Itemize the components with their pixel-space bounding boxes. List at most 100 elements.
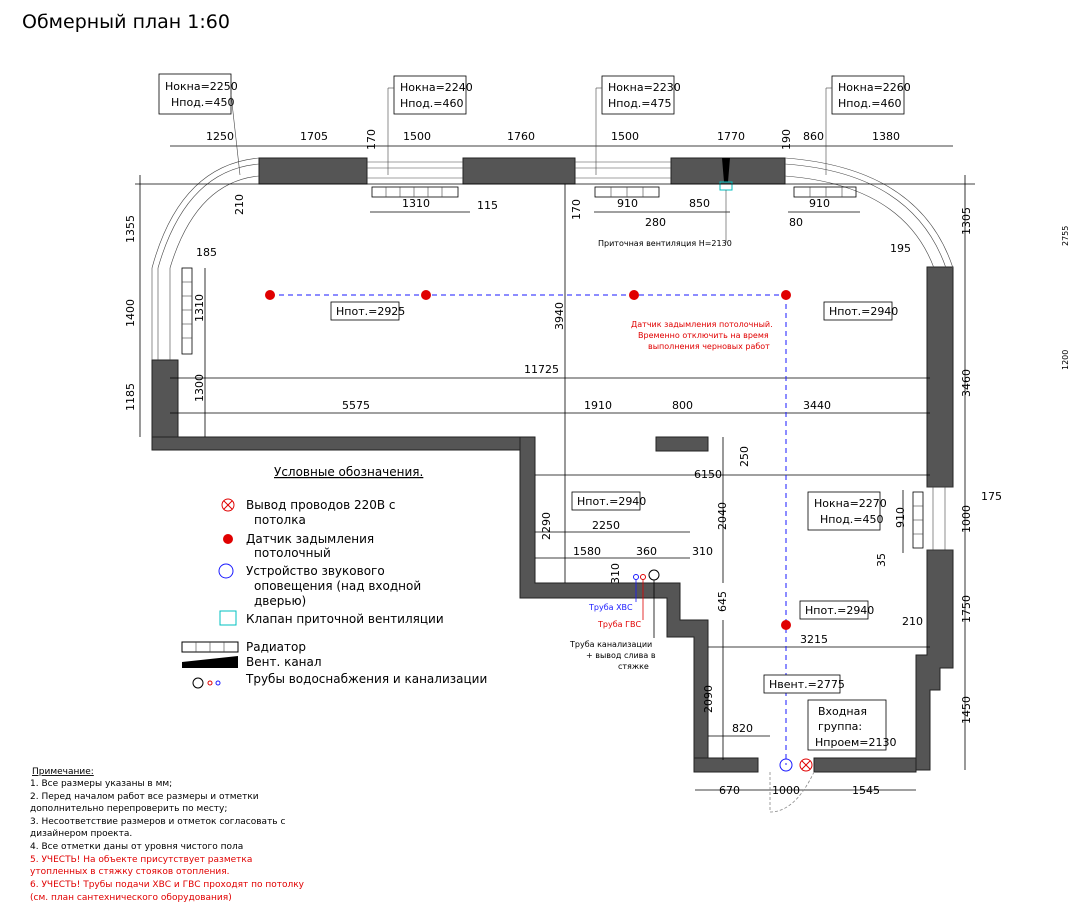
window-tag-height: Hокна=2240 (400, 81, 473, 94)
window-glazing (367, 161, 953, 551)
radiator-4 (181, 267, 193, 355)
page-title: Обмерный план 1:60 (22, 11, 230, 33)
svg-text:Датчик задымления: Датчик задымления (246, 532, 374, 546)
svg-text:1545: 1545 (852, 784, 880, 797)
pipe-label-cold: Труба ХВС (588, 603, 633, 612)
svg-text:Временно отключить на время: Временно отключить на время (638, 331, 769, 340)
wall-lower-left (151, 436, 536, 451)
svg-text:820: 820 (732, 722, 753, 735)
svg-text:1705: 1705 (300, 130, 328, 143)
window-tag-sill: Hпод.=475 (608, 97, 672, 110)
svg-text:1310: 1310 (402, 197, 430, 210)
svg-text:1305: 1305 (960, 207, 973, 235)
svg-text:35: 35 (875, 553, 888, 567)
window-tag-height: Hокна=2270 (814, 497, 887, 510)
window-tag-sill: Hпод.=450 (171, 96, 235, 109)
svg-text:Устройство звукового: Устройство звукового (246, 564, 385, 578)
pipe-label-sewer: Труба канализации + вывод слива в стяжке (569, 640, 656, 671)
wire-outlet-icon (799, 758, 813, 772)
svg-text:выполнения черновых работ: выполнения черновых работ (648, 342, 770, 351)
radiator-1 (371, 186, 459, 198)
svg-text:1250: 1250 (206, 130, 234, 143)
svg-text:280: 280 (645, 216, 666, 229)
svg-text:170: 170 (365, 129, 378, 150)
svg-text:2250: 2250 (592, 519, 620, 532)
svg-text:3940: 3940 (553, 302, 566, 330)
svg-text:185: 185 (196, 246, 217, 259)
smoke-sensor (265, 290, 275, 300)
svg-text:2. Перед началом работ все раз: 2. Перед началом работ все размеры и отм… (30, 792, 259, 802)
right-dims: 1305 195 3460 175 1000 910 35 1750 210 1… (875, 207, 1070, 724)
svg-text:2090: 2090 (702, 685, 715, 713)
radiator-3 (793, 186, 857, 198)
svg-text:670: 670 (719, 784, 740, 797)
window-tag-sill: Hпод.=450 (820, 513, 884, 526)
svg-text:645: 645 (716, 591, 729, 612)
svg-text:+ вывод слива в: + вывод слива в (586, 651, 656, 660)
svg-text:800: 800 (672, 399, 693, 412)
svg-text:910: 910 (617, 197, 638, 210)
left-dims: 1355 1400 1185 1310 1300 210 185 170 (124, 194, 583, 411)
svg-text:310: 310 (692, 545, 713, 558)
svg-text:1300: 1300 (193, 374, 206, 402)
svg-text:3. Несоответствие размеров и о: 3. Несоответствие размеров и отметок сог… (30, 817, 285, 827)
svg-text:175: 175 (981, 490, 1002, 503)
svg-text:дизайнером проекта.: дизайнером проекта. (30, 829, 132, 839)
svg-text:Вент. канал: Вент. канал (246, 655, 322, 669)
vent-height: Hвент.=2775 (769, 678, 845, 691)
svg-text:1200: 1200 (1061, 350, 1070, 370)
svg-text:80: 80 (789, 216, 803, 229)
svg-text:6150: 6150 (694, 468, 722, 481)
entrance-height: Hпроем=2130 (815, 736, 896, 749)
svg-text:оповещения (над входной: оповещения (над входной (254, 579, 421, 593)
svg-text:170: 170 (570, 199, 583, 220)
svg-text:4. Все отметки даны от уровня: 4. Все отметки даны от уровня чистого по… (30, 842, 243, 852)
wall-right-1 (926, 266, 954, 488)
window-tag-height: Hокна=2250 (165, 80, 238, 93)
svg-text:1185: 1185 (124, 383, 137, 411)
svg-text:11725: 11725 (524, 363, 559, 376)
window-tag-sill: Hпод.=460 (400, 97, 464, 110)
wall-bath (519, 436, 709, 761)
svg-text:910: 910 (809, 197, 830, 210)
pipe-label-hot: Труба ГВС (597, 620, 641, 629)
svg-text:дополнительно перепроверить по: дополнительно перепроверить по месту; (30, 804, 227, 814)
svg-text:утопленных в стяжку стояков от: утопленных в стяжку стояков отопления. (30, 867, 229, 877)
wall-left (151, 359, 179, 451)
svg-text:2040: 2040 (716, 502, 729, 530)
svg-text:310: 310 (609, 563, 622, 584)
svg-text:1. Все размеры указаны в мм;: 1. Все размеры указаны в мм; (30, 779, 172, 789)
window-tag-height: Hокна=2260 (838, 81, 911, 94)
svg-text:1910: 1910 (584, 399, 612, 412)
room-height: Hпот.=2940 (829, 305, 898, 318)
notes-title: Примечание: (32, 767, 94, 777)
svg-text:5. УЧЕСТЬ! На объекте присутст: 5. УЧЕСТЬ! На объекте присутствует разме… (30, 855, 252, 865)
room-height: Hпот.=2940 (577, 495, 646, 508)
svg-text:850: 850 (689, 197, 710, 210)
entrance-label: Входная (818, 705, 867, 718)
svg-text:210: 210 (233, 194, 246, 215)
room-height: Hпот.=2940 (805, 604, 874, 617)
room-height: Hпот.=2925 (336, 305, 405, 318)
svg-text:3460: 3460 (960, 369, 973, 397)
svg-text:250: 250 (738, 446, 751, 467)
smoke-note: Датчик задымления потолочный. Временно о… (631, 320, 773, 351)
svg-text:1000: 1000 (960, 505, 973, 533)
smoke-sensor (781, 290, 791, 300)
svg-text:195: 195 (890, 242, 911, 255)
svg-text:5575: 5575 (342, 399, 370, 412)
room-height-tags: Hпот.=2925 Hпот.=2940 Hпот.=2940 Hпот.=2… (330, 301, 898, 751)
entrance-label: группа: (818, 720, 862, 733)
inner-dims: 11725 5575 1910 800 3440 6150 250 3940 2… (342, 302, 880, 797)
svg-text:Вывод проводов 220В с: Вывод проводов 220В с (246, 498, 396, 512)
notes: Примечание: 1. Все размеры указаны в мм;… (30, 767, 305, 903)
smoke-sensor (781, 620, 791, 630)
smoke-sensors (265, 290, 791, 630)
top-dims: 1250 1705 1500 1760 1500 1770 860 1380 1… (206, 129, 900, 150)
svg-text:Клапан приточной вентиляции: Клапан приточной вентиляции (246, 612, 444, 626)
wall-partition (655, 436, 709, 452)
svg-text:потолка: потолка (254, 513, 306, 527)
svg-text:190: 190 (780, 129, 793, 150)
svg-text:Радиатор: Радиатор (246, 640, 306, 654)
wall-top-2 (462, 157, 576, 185)
